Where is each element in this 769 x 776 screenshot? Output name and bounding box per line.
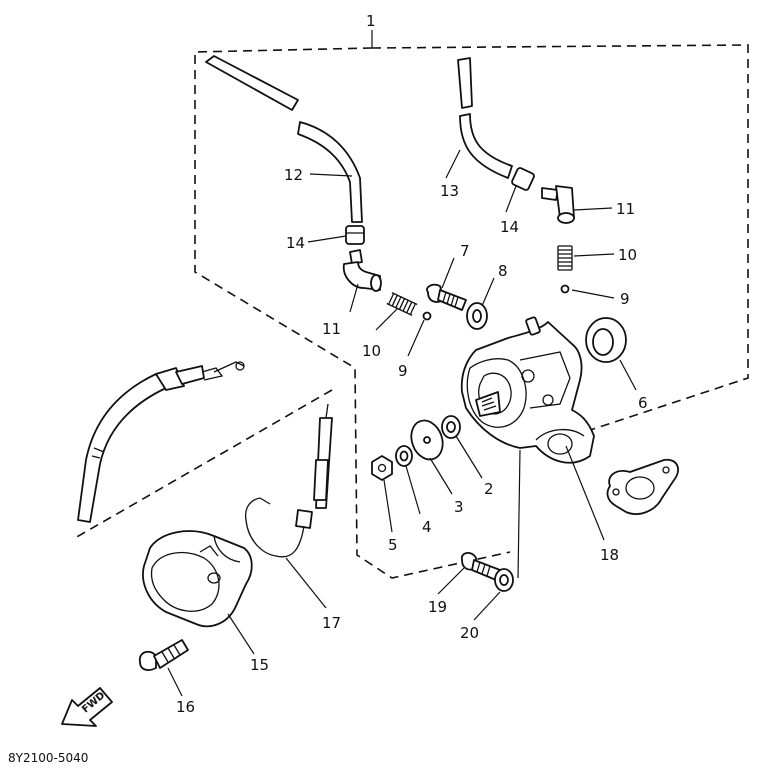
callout-16: 16 — [176, 698, 195, 716]
callout-12: 12 — [284, 166, 303, 184]
callout-10-left: 10 — [362, 342, 381, 360]
callout-9-left: 9 — [398, 362, 408, 380]
oil-pump-body — [460, 316, 595, 464]
spring-10-left — [386, 292, 418, 316]
callout-5: 5 — [388, 536, 398, 554]
elbow-fitting-11-left — [342, 249, 382, 292]
callout-13: 13 — [440, 182, 459, 200]
lock-washer-4 — [395, 445, 413, 467]
forward-arrow-icon: FWD — [61, 687, 113, 727]
oil-seal-8 — [466, 302, 488, 330]
bolt-19 — [460, 552, 501, 581]
callout-14-left: 14 — [286, 234, 305, 252]
callout-19: 19 — [428, 598, 447, 616]
callout-20: 20 — [460, 624, 479, 642]
hose-clip-14-left — [345, 225, 365, 245]
assembly-boundary — [74, 30, 749, 579]
callout-4: 4 — [422, 518, 432, 536]
callout-1: 1 — [366, 12, 376, 30]
oil-delivery-cable-17 — [244, 403, 333, 558]
bolt-16 — [138, 639, 189, 671]
callout-15: 15 — [250, 656, 269, 674]
washer-9-left — [422, 311, 432, 321]
callout-7: 7 — [460, 242, 470, 260]
leader-lines — [167, 149, 637, 697]
callout-2: 2 — [484, 480, 494, 498]
washer-20 — [494, 568, 514, 592]
pump-cover-15 — [142, 530, 253, 628]
gasket-18 — [606, 458, 679, 515]
washer-2 — [441, 415, 461, 439]
oil-seal-6 — [585, 317, 627, 363]
callout-8: 8 — [498, 262, 508, 280]
drawing-code: 8Y2100-5040 — [8, 751, 88, 765]
hose-13 — [457, 57, 513, 179]
callout-labels: 1 2 3 4 5 6 7 8 9 9 10 10 11 11 12 13 14… — [176, 12, 648, 716]
callout-6: 6 — [638, 394, 648, 412]
pump-mount-line — [517, 449, 521, 579]
callout-10-right: 10 — [618, 246, 637, 264]
callout-17: 17 — [322, 614, 341, 632]
callout-11-right: 11 — [616, 200, 635, 218]
callout-11-left: 11 — [322, 320, 341, 338]
callout-9-right: 9 — [620, 290, 630, 308]
hose-12 — [205, 55, 363, 223]
callout-18: 18 — [600, 546, 619, 564]
washer-9-right — [560, 284, 570, 294]
plate-washer-3 — [410, 419, 444, 461]
pump-cable — [77, 361, 245, 523]
nut-5 — [371, 455, 393, 481]
spring-10-right — [557, 245, 573, 271]
callout-14-right: 14 — [500, 218, 519, 236]
adjust-screw-7 — [426, 283, 467, 311]
elbow-fitting-11-right — [541, 185, 575, 224]
hose-clip-14-right — [511, 167, 535, 191]
callout-3: 3 — [454, 498, 464, 516]
